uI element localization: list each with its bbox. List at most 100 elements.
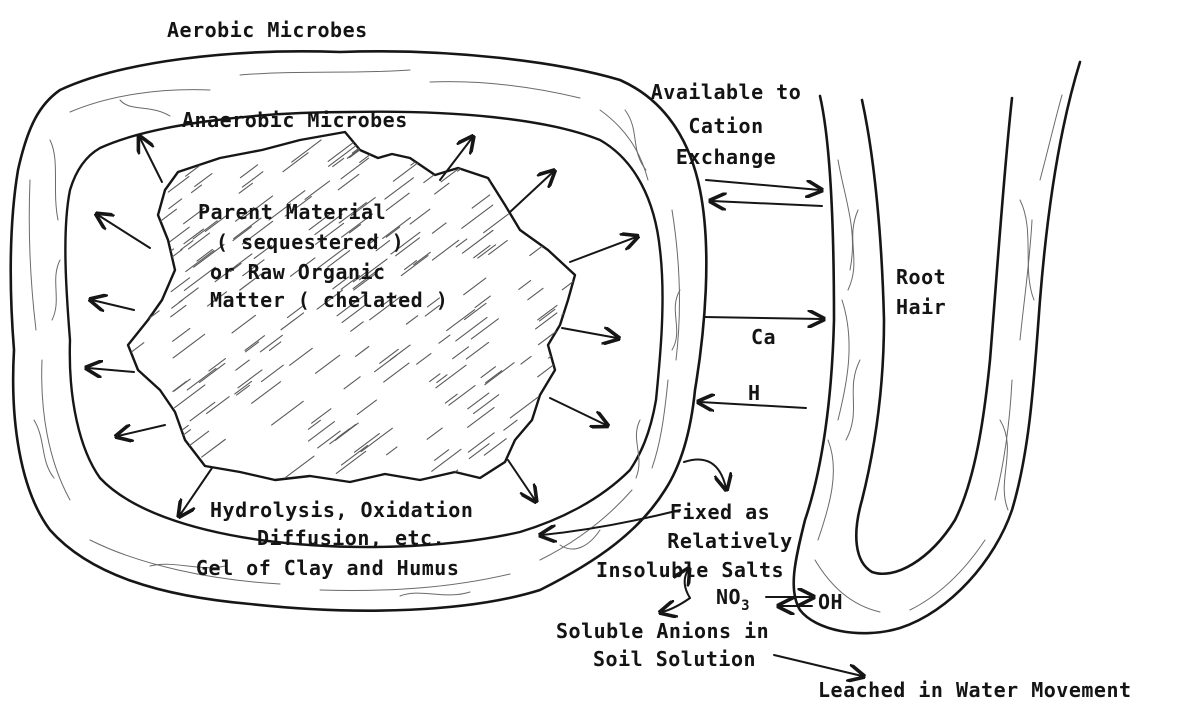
hatch-stroke [290,348,313,365]
hatch-stroke [173,328,190,341]
parent-material-label-1: Parent Material [198,200,386,224]
hatch-stroke [272,401,304,425]
hatch-stroke [436,365,466,388]
fixed-label-2: Relatively [650,529,810,553]
hatch-stroke [472,195,490,208]
hatch-stroke [393,162,419,181]
hatch-stroke [445,394,457,403]
hatch-stroke [132,191,163,214]
hatch-stroke [573,219,584,227]
hatch-stroke [341,158,368,179]
ca-label: Ca [751,325,776,349]
hatch-stroke [535,158,554,172]
hatch-stroke [575,336,603,357]
hatch-stroke [132,343,144,352]
hatch-stroke [528,288,543,299]
hatch-stroke [435,450,449,461]
hatch-stroke [169,199,182,209]
hatch-stroke [539,309,554,321]
gel-label: Gel of Clay and Humus [196,556,459,580]
hatch-stroke [240,165,257,178]
hatch-stroke [207,397,230,414]
hatch-stroke [357,400,376,414]
hatch-stroke [504,184,522,197]
root-label: Root [896,265,946,289]
hatch-stroke [504,186,515,194]
root-hair-texture [815,95,1062,612]
hatch-stroke [262,365,284,381]
hatch-stroke [191,185,201,193]
hair-label: Hair [896,295,946,319]
hatch-stroke [469,444,489,459]
hatch-stroke [439,335,450,343]
hatch-stroke [375,355,397,371]
hatch-stroke [435,183,449,194]
exchange-arrows [700,180,822,408]
hatch-stroke [519,281,531,290]
hatch-stroke [521,356,531,364]
hatch-stroke [238,370,262,388]
hatch-stroke [237,385,250,395]
hatch-stroke [406,316,417,324]
hydrolysis-label-2: Diffusion, etc. [257,526,445,550]
hatch-stroke [338,174,359,189]
hatch-stroke [466,342,488,359]
hatch-stroke [447,310,475,331]
parent-material-label-2: ( sequestered ) [216,230,404,254]
hatch-stroke [432,223,446,233]
hatch-stroke [557,219,586,241]
hatch-stroke [137,404,148,412]
hatch-stroke [568,143,596,164]
hatch-stroke [464,278,486,295]
hatch-stroke [542,157,568,176]
hatch-stroke [305,181,329,199]
hatch-stroke [142,197,158,209]
hatch-stroke [356,346,369,356]
fixed-label-3: Insoluble Salts [560,558,820,582]
hatch-stroke [560,234,580,249]
diffusion-arrows [88,138,636,515]
hatch-stroke [563,335,580,348]
hatch-stroke [283,153,308,172]
hatch-stroke [449,386,475,406]
hatch-stroke [410,209,430,224]
hatch-stroke [134,385,154,400]
hatch-stroke [329,142,361,166]
hatch-stroke [344,377,360,389]
hatch-stroke [432,449,461,471]
hatch-stroke [458,156,478,171]
hatch-stroke [437,375,447,383]
hatch-stroke [401,256,428,276]
root-hair-outline [794,62,1080,633]
nitrate-label: NO3 [716,585,750,612]
hatch-stroke [184,431,209,449]
hatch-stroke [533,220,544,228]
nitrate-main: NO [716,585,741,609]
hatch-stroke [202,439,226,457]
hydrolysis-label-1: Hydrolysis, Oxidation [210,498,473,522]
hatch-stroke [504,420,517,430]
hatch-stroke [246,342,259,352]
hatch-stroke [132,460,156,478]
hatch-stroke [337,429,349,438]
hatch-stroke [236,360,249,370]
hatch-stroke [195,174,212,187]
hatch-stroke [232,315,255,333]
hatch-stroke [544,158,559,169]
nitrate-subscript: 3 [741,598,750,614]
hatch-stroke [538,331,557,345]
hatch-stroke [462,205,493,228]
hatch-stroke [170,227,190,242]
hatch-stroke [252,382,281,404]
hatch-stroke [130,290,150,305]
hatch-stroke [166,448,181,459]
parent-material-label-4: Matter ( chelated ) [210,288,448,312]
hatch-stroke [474,395,499,414]
root-hair-inner [856,98,1012,574]
hatch-stroke [565,392,595,415]
hatch-stroke [566,436,581,447]
hatch-stroke [245,336,264,351]
anaerobic-microbes-label: Anaerobic Microbes [182,108,408,132]
hatch-stroke [557,334,570,344]
soluble-anions-label-1: Soluble Anions in [556,619,769,643]
